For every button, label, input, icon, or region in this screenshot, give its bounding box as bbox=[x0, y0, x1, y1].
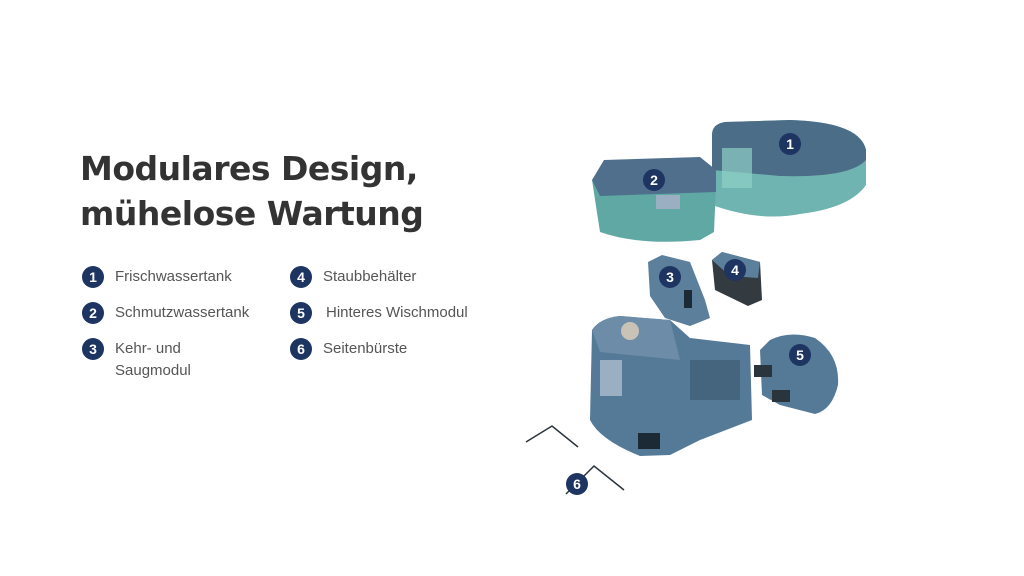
legend-label: Seitenbürste bbox=[323, 340, 408, 357]
svg-text:2: 2 bbox=[650, 172, 658, 188]
number-badge: 3 bbox=[82, 338, 104, 360]
legend-item-2: 2 Schmutzwassertank bbox=[82, 302, 265, 324]
title-line-2: mühelose Wartung bbox=[80, 194, 424, 233]
svg-text:3: 3 bbox=[666, 269, 674, 285]
svg-text:6: 6 bbox=[573, 476, 581, 492]
number-badge: 1 bbox=[82, 266, 104, 288]
legend-item-4: 4 Staubbehälter bbox=[290, 266, 473, 288]
badge-4: 4 bbox=[724, 259, 746, 281]
legend-label: Hinteres Wischmodul bbox=[326, 304, 468, 321]
number-badge: 2 bbox=[82, 302, 104, 324]
number-badge: 6 bbox=[290, 338, 312, 360]
legend-label: Kehr- und Saugmodul bbox=[115, 340, 191, 379]
title-line-1: Modulares Design, bbox=[80, 149, 418, 188]
badge-5: 5 bbox=[789, 344, 811, 366]
badge-2: 2 bbox=[643, 169, 665, 191]
legend-item-1: 1 Frischwassertank bbox=[82, 266, 265, 288]
badge-6: 6 bbox=[566, 473, 588, 495]
number-badges: 1 2 3 4 5 6 bbox=[566, 133, 811, 495]
legend-item-5: 5 Hinteres Wischmodul bbox=[290, 302, 506, 324]
legend-label: Frischwassertank bbox=[115, 268, 232, 285]
sweep-suction-module-illustration bbox=[648, 255, 710, 326]
rear-mop-module-illustration bbox=[754, 334, 839, 414]
legend-label: Staubbehälter bbox=[323, 268, 417, 285]
legend-label: Schmutzwassertank bbox=[115, 304, 250, 321]
page-title: Modulares Design, mühelose Wartung bbox=[80, 146, 424, 236]
badge-1: 1 bbox=[779, 133, 801, 155]
legend-item-3: 3 Kehr- und Saugmodul bbox=[82, 338, 215, 382]
badge-3: 3 bbox=[659, 266, 681, 288]
number-badge: 4 bbox=[290, 266, 312, 288]
svg-text:4: 4 bbox=[731, 262, 739, 278]
svg-text:5: 5 bbox=[796, 347, 804, 363]
number-badge: 5 bbox=[290, 302, 312, 324]
robot-base-illustration bbox=[590, 316, 752, 456]
legend-item-6: 6 Seitenbürste bbox=[290, 338, 473, 360]
svg-text:1: 1 bbox=[786, 136, 794, 152]
